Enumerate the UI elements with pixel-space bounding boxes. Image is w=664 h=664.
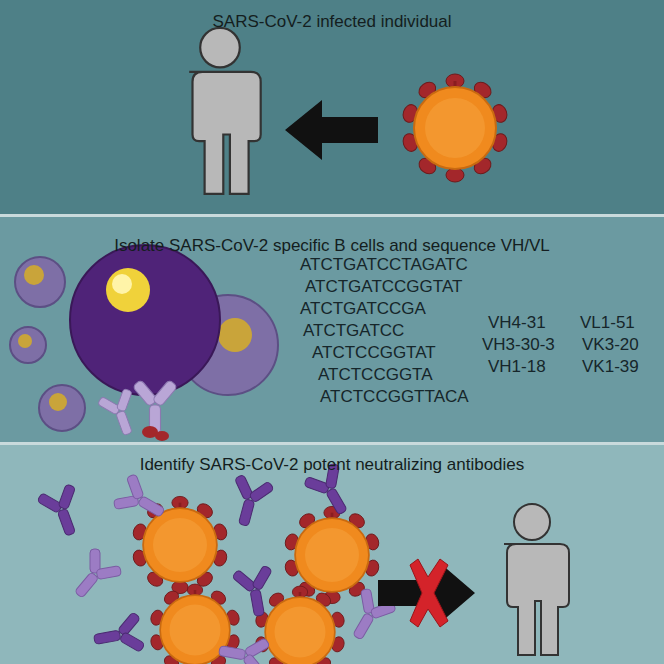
- gene-label: VL1-51: [580, 314, 635, 331]
- sequence-text: ATCTCCGGTAT: [312, 344, 436, 361]
- panel-heading: Isolate SARS-CoV-2 specific B cells and …: [0, 217, 664, 256]
- gene-label: VH4-31: [488, 314, 546, 331]
- sequence-text: ATCTGATCCTAGATC: [300, 256, 468, 273]
- panel-heading: SARS-CoV-2 infected individual: [0, 0, 664, 32]
- sequence-text: ATCTCCGGTA: [318, 366, 433, 383]
- sequence-text: ATCTGATCCGA: [300, 300, 426, 317]
- sequence-text: ATCTGATCCGGTAT: [305, 278, 462, 295]
- gene-label: VH1-18: [488, 358, 546, 375]
- panel-band: Identify SARS-CoV-2 potent neutralizing …: [0, 445, 664, 664]
- gene-label: VK3-20: [582, 336, 639, 353]
- panel-band: SARS-CoV-2 infected individual: [0, 0, 664, 214]
- sequence-text: ATCTCCGGTTACA: [320, 388, 469, 405]
- sequence-text: ATCTGATCC: [303, 322, 404, 339]
- panel-heading: Identify SARS-CoV-2 potent neutralizing …: [0, 445, 664, 475]
- gene-label: VH3-30-3: [482, 336, 555, 353]
- gene-label: VK1-39: [582, 358, 639, 375]
